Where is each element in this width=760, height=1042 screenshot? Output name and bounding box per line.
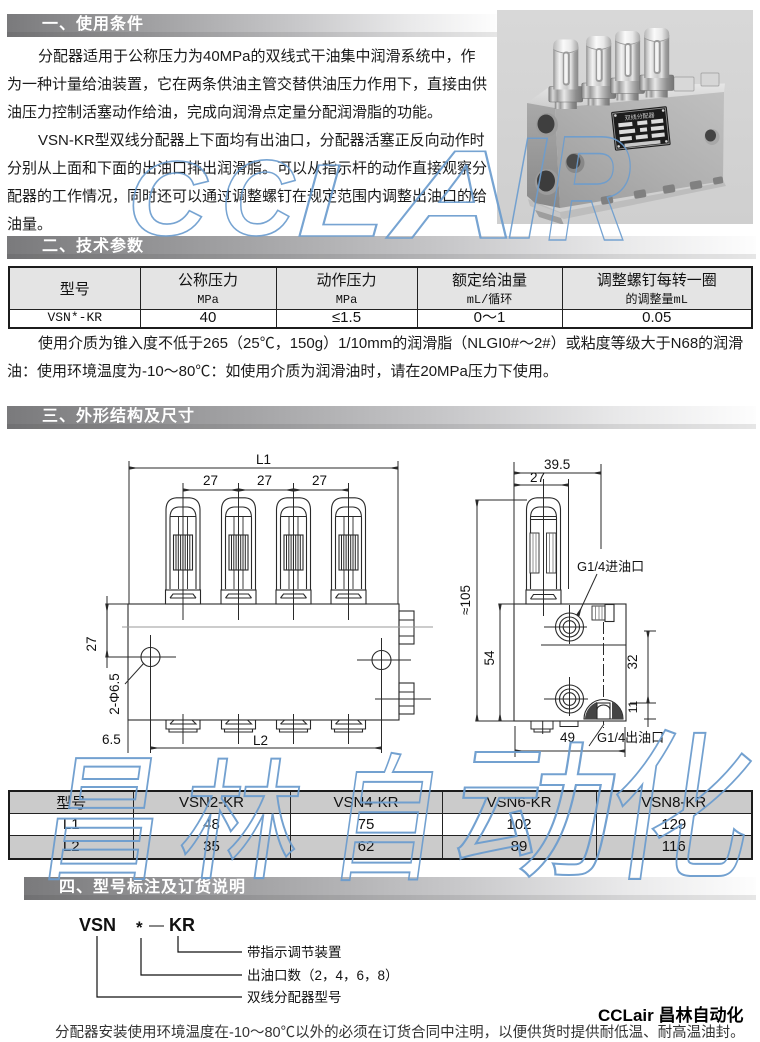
svg-text:11: 11	[626, 700, 640, 713]
svg-text:C: C	[128, 140, 208, 258]
svg-text:27: 27	[530, 470, 545, 485]
svg-text:R: R	[547, 104, 631, 272]
svg-text:化: 化	[596, 721, 760, 901]
svg-text:C: C	[221, 137, 296, 258]
svg-text:VSN: VSN	[79, 915, 116, 935]
svg-text:带指示调节装置: 带指示调节装置	[247, 945, 342, 960]
svg-text:2-Φ6.5: 2-Φ6.5	[107, 673, 122, 715]
svg-text:L: L	[297, 143, 385, 258]
svg-text:*: *	[136, 918, 143, 937]
svg-text:G1/4进油口: G1/4进油口	[577, 559, 644, 574]
svg-text:27: 27	[312, 473, 327, 488]
svg-text:出油口数（2，4，6，8）: 出油口数（2，4，6，8）	[247, 968, 399, 983]
svg-text:27: 27	[257, 473, 272, 488]
svg-text:A: A	[386, 124, 519, 265]
svg-text:27: 27	[84, 636, 99, 651]
svg-text:KR: KR	[169, 915, 195, 935]
svg-text:L2: L2	[253, 733, 268, 748]
svg-text:自: 自	[321, 745, 453, 899]
svg-text:I: I	[507, 107, 548, 269]
svg-text:32: 32	[625, 654, 640, 669]
svg-text:双线分配器型号: 双线分配器型号	[247, 990, 342, 1005]
svg-text:39.5: 39.5	[544, 457, 570, 472]
svg-text:双线分配器: 双线分配器	[624, 111, 655, 122]
svg-text:L1: L1	[256, 452, 271, 467]
svg-text:54: 54	[482, 650, 497, 666]
svg-text:6.5: 6.5	[102, 732, 121, 747]
svg-text:昌: 昌	[32, 745, 178, 898]
svg-text:49: 49	[560, 730, 575, 745]
svg-text:≈105: ≈105	[458, 585, 473, 615]
svg-text:27: 27	[203, 473, 218, 488]
svg-text:—: —	[149, 917, 164, 934]
svg-text:动: 动	[441, 730, 630, 897]
svg-text:G1/4出油口: G1/4出油口	[597, 730, 664, 745]
svg-text:林: 林	[171, 751, 311, 896]
